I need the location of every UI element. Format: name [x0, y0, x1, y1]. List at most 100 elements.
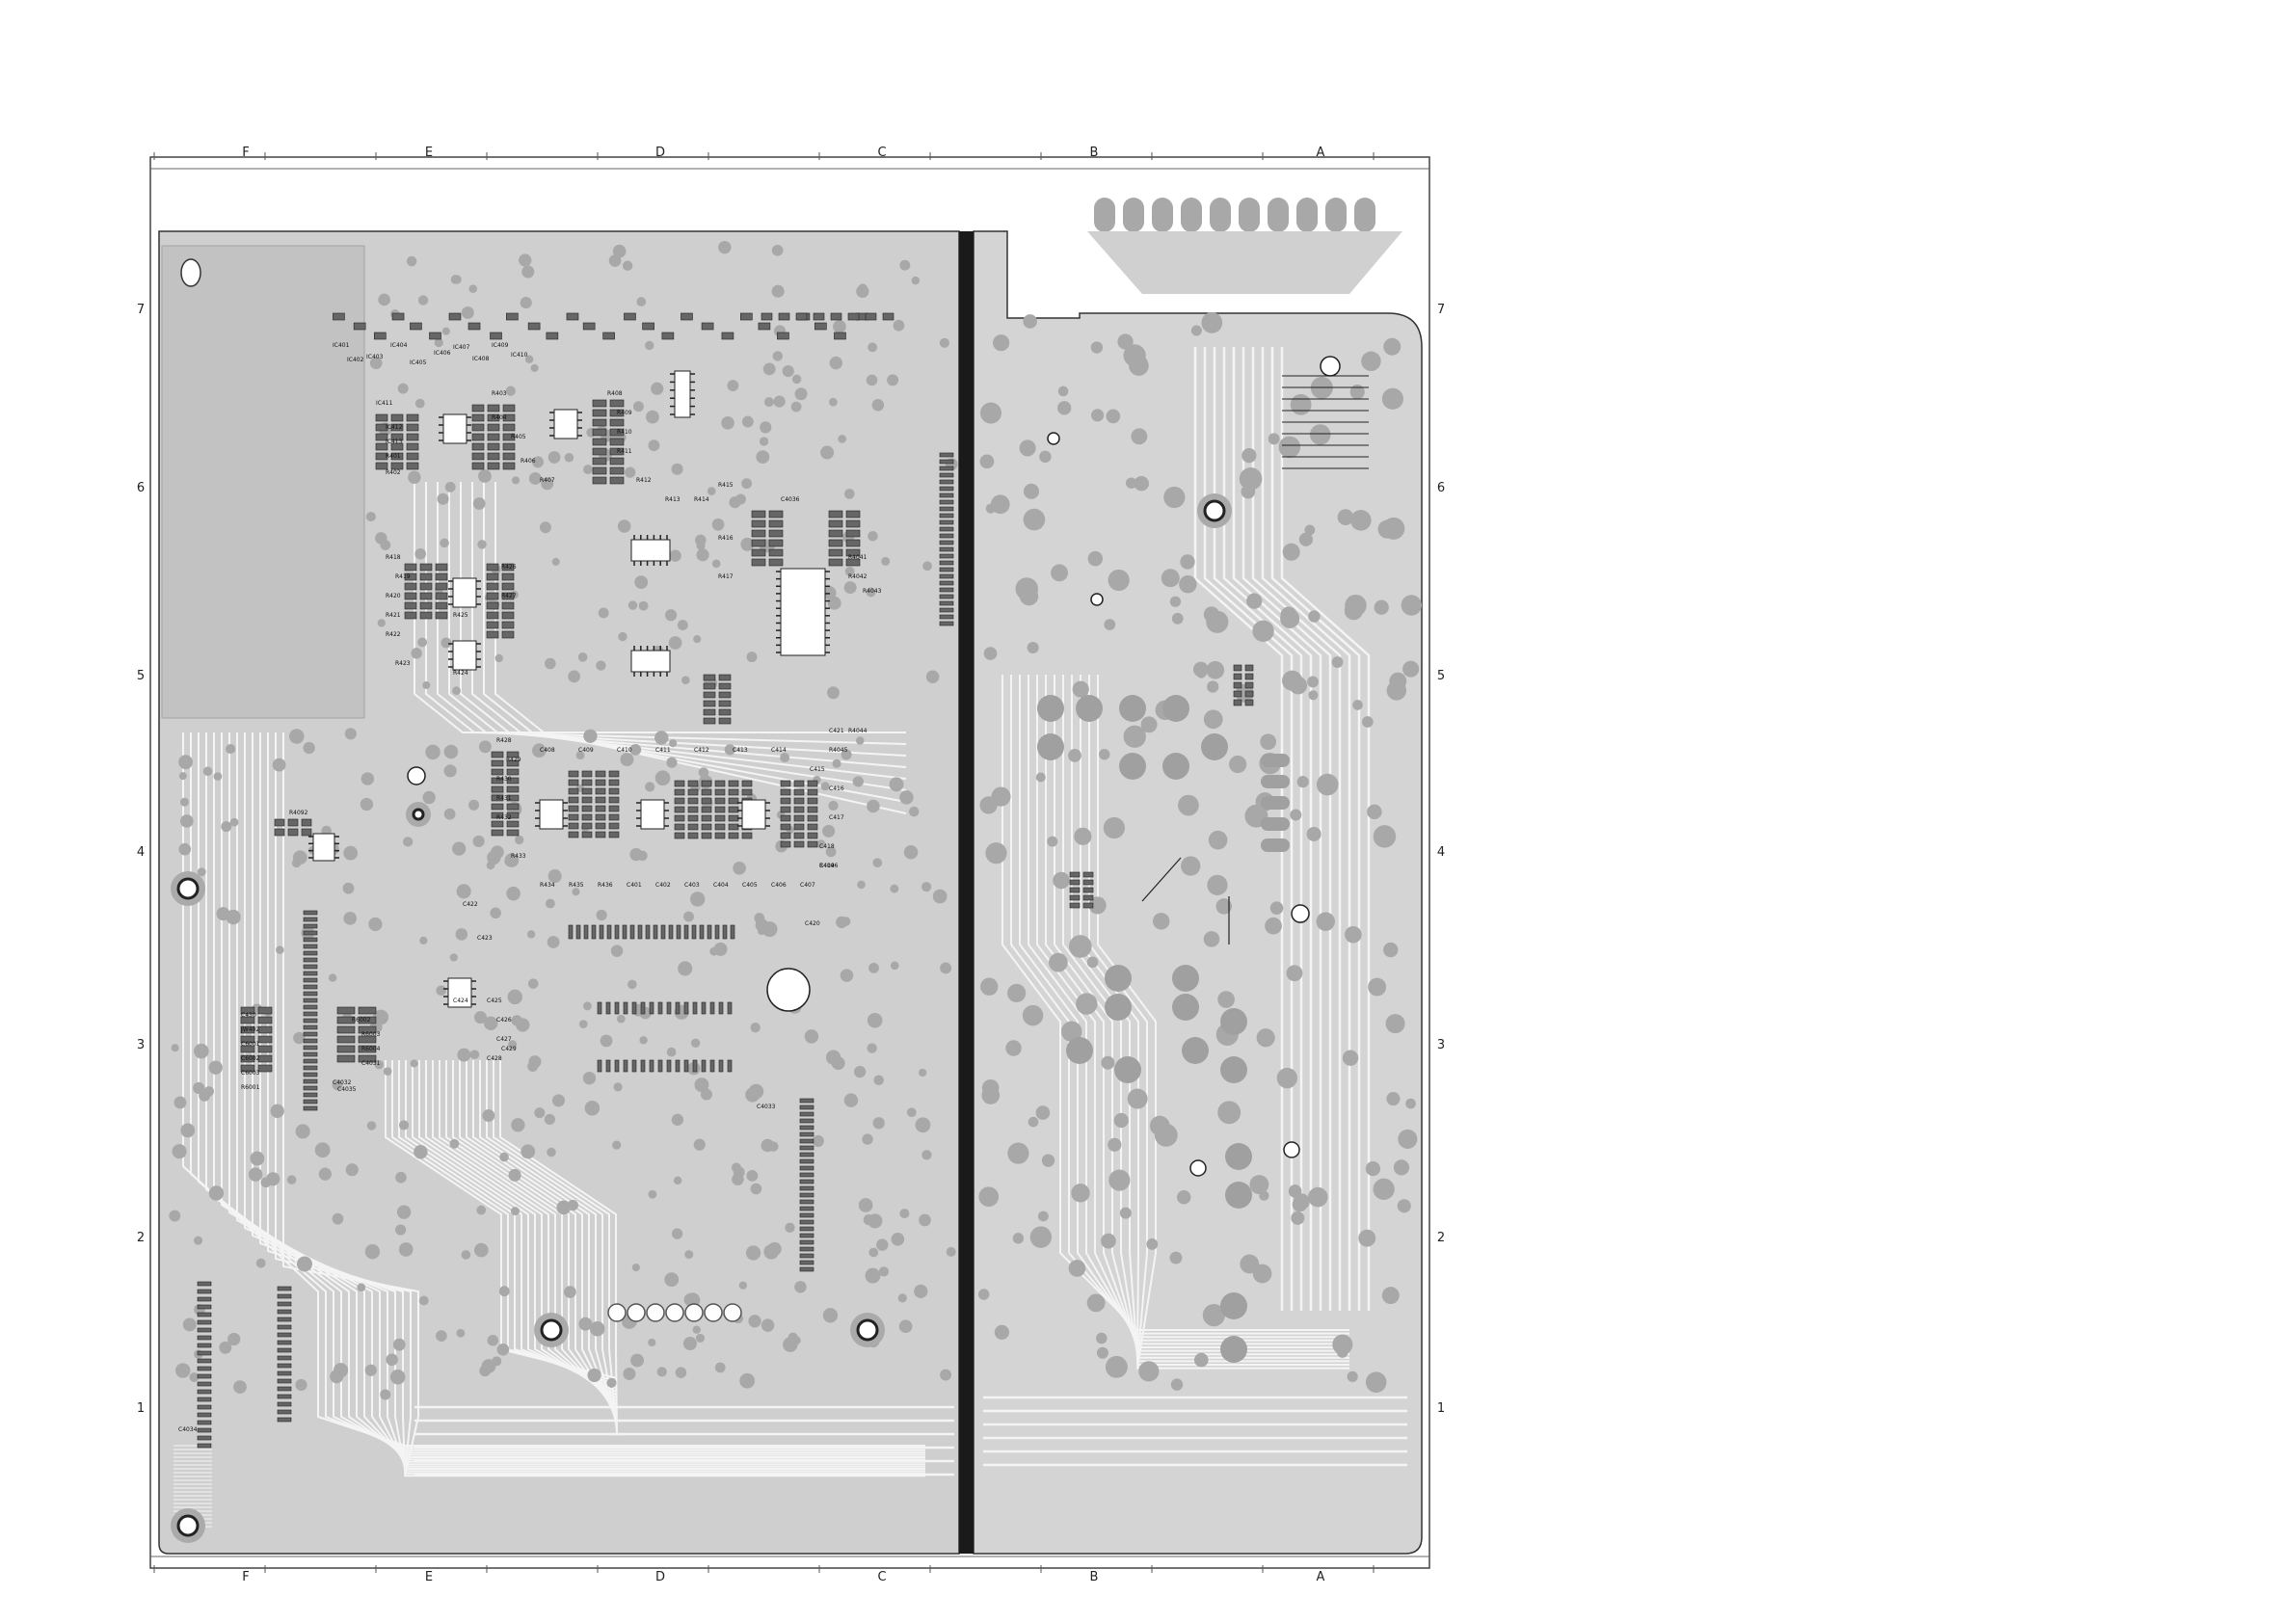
via-pad [178, 755, 193, 770]
smd-component [681, 312, 693, 321]
smd-component [197, 1381, 212, 1387]
smd-component [845, 529, 861, 538]
via-pad [532, 456, 545, 468]
component-ref-label: C403 [684, 882, 700, 889]
grid-label-right: 7 [1437, 303, 1445, 317]
via-pad [1134, 476, 1149, 492]
smd-component [404, 563, 417, 572]
via-pad [1023, 508, 1046, 531]
via-pad [572, 888, 580, 896]
smd-component [676, 924, 681, 940]
grid-label-right: 5 [1437, 669, 1445, 683]
via-pad [1113, 1112, 1129, 1129]
via-pad [1398, 1129, 1418, 1149]
smd-component [939, 546, 954, 552]
power-pad [1172, 994, 1199, 1021]
smd-component [592, 418, 607, 427]
via-pad [994, 1324, 1009, 1340]
smd-component [845, 548, 861, 557]
via-pad [1086, 1293, 1106, 1313]
smd-component [197, 1289, 212, 1294]
smd-component [277, 1286, 292, 1291]
smd-component [714, 814, 726, 822]
smd-component [640, 1059, 646, 1073]
component-ref-label: R419 [395, 573, 411, 580]
smd-component [828, 548, 843, 557]
via-pad [473, 1242, 489, 1258]
trace-gap [432, 1060, 618, 1403]
smd-component [303, 923, 318, 929]
via-pad [441, 637, 452, 649]
via-pad [392, 1338, 406, 1351]
via-pad [449, 953, 458, 962]
component-ref-label: C430 [241, 1012, 256, 1019]
via-pad [669, 739, 678, 748]
smd-component [701, 322, 714, 331]
component-ref-label: R4041 [848, 554, 868, 561]
via-pad [534, 1107, 546, 1119]
via-pad [825, 1050, 841, 1065]
via-pad [343, 845, 359, 861]
via-pad [1345, 925, 1362, 944]
smd-component [768, 548, 784, 557]
via-pad [738, 1281, 748, 1290]
component-ref-label: R6003 [361, 1031, 381, 1038]
via-pad [856, 736, 865, 745]
smd-component [605, 1059, 611, 1073]
via-pad [411, 648, 422, 659]
smd-component [751, 510, 766, 519]
power-pad [1172, 965, 1199, 992]
smd-component [435, 601, 448, 610]
via-pad [739, 1372, 756, 1389]
smd-component [795, 312, 808, 321]
mounting-hole [407, 766, 426, 785]
smd-component [303, 971, 318, 976]
component-ref-label: R421 [386, 612, 401, 619]
via-pad [1007, 1142, 1029, 1164]
smd-component [375, 452, 388, 461]
component-ref-label: C405 [742, 882, 758, 889]
via-pad [1180, 554, 1195, 570]
smd-component [741, 788, 753, 796]
via-pad [541, 477, 554, 491]
smd-component [761, 312, 773, 321]
via-pad [1048, 952, 1068, 972]
grid-label-bottom: A [1317, 1570, 1325, 1584]
smd-component [303, 964, 318, 970]
smd-component [714, 780, 726, 787]
smd-component [778, 312, 790, 321]
via-pad [380, 540, 391, 550]
via-pad [398, 1120, 410, 1131]
smd-component [623, 1059, 628, 1073]
via-pad [731, 1162, 741, 1173]
smd-component [303, 991, 318, 997]
via-pad [804, 1029, 819, 1044]
via-pad [527, 978, 539, 989]
via-pad [419, 936, 428, 945]
ic-package [780, 568, 826, 656]
smd-component [718, 708, 732, 716]
smd-component [649, 1059, 654, 1073]
trace-gap [182, 732, 925, 1447]
grid-label-right: 3 [1437, 1038, 1445, 1052]
via-pad [695, 534, 707, 546]
via-pad [1361, 351, 1381, 372]
via-pad [229, 817, 239, 827]
smd-component [277, 1324, 292, 1330]
smd-component [939, 519, 954, 525]
smd-component [845, 539, 861, 547]
smd-component [240, 1006, 255, 1015]
mounting-hole [1203, 499, 1226, 522]
via-pad [1304, 524, 1316, 536]
via-pad [678, 961, 693, 976]
smd-component [406, 433, 419, 441]
smd-component [240, 1045, 255, 1053]
via-pad [397, 383, 409, 394]
smd-component [768, 529, 784, 538]
component-ref-label: IC403 [366, 354, 384, 360]
via-pad [1203, 709, 1223, 730]
via-pad [456, 1328, 466, 1338]
via-pad [1207, 680, 1219, 693]
smd-component [595, 822, 606, 830]
